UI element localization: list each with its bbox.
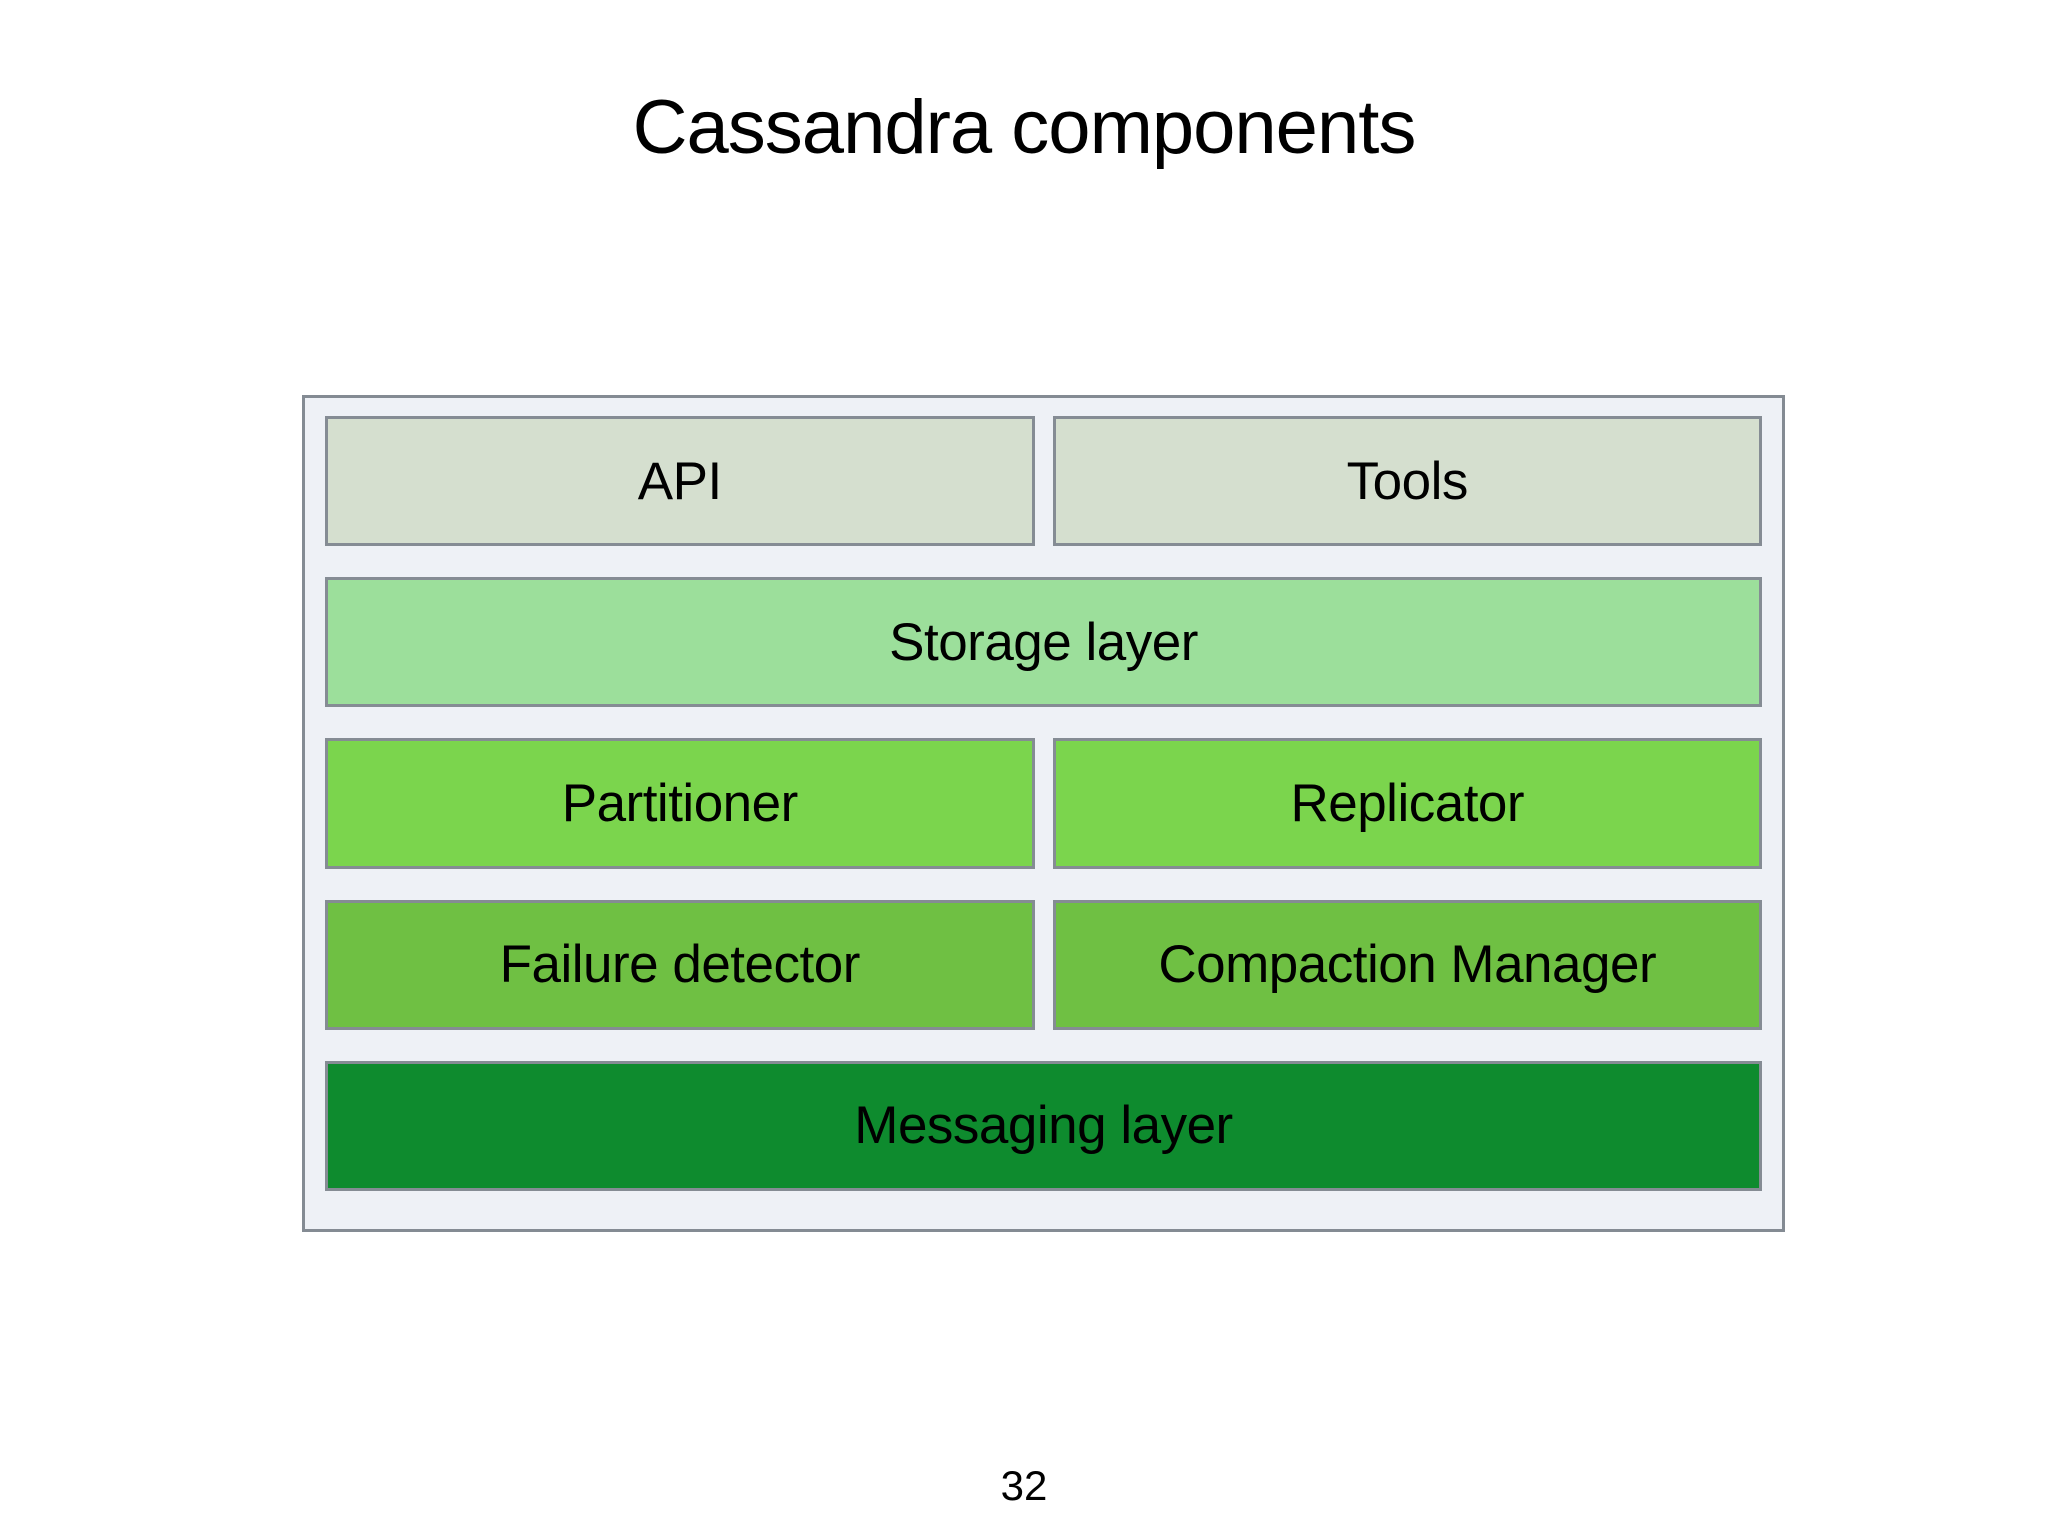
box-failure-detector: Failure detector [325, 899, 1035, 1030]
box-tools: Tools [1052, 416, 1762, 547]
cassandra-components-diagram: API Tools Storage layer Partitioner Repl… [302, 395, 1785, 1232]
page-number: 32 [1000, 1462, 1048, 1509]
box-partitioner: Partitioner [325, 738, 1035, 869]
box-api: API [325, 416, 1035, 547]
page-title: Cassandra components [632, 85, 1417, 170]
box-replicator: Replicator [1052, 738, 1762, 869]
box-messaging-layer: Messaging layer [325, 1060, 1762, 1191]
box-storage-layer: Storage layer [325, 577, 1762, 708]
box-compaction-manager: Compaction Manager [1052, 899, 1762, 1030]
